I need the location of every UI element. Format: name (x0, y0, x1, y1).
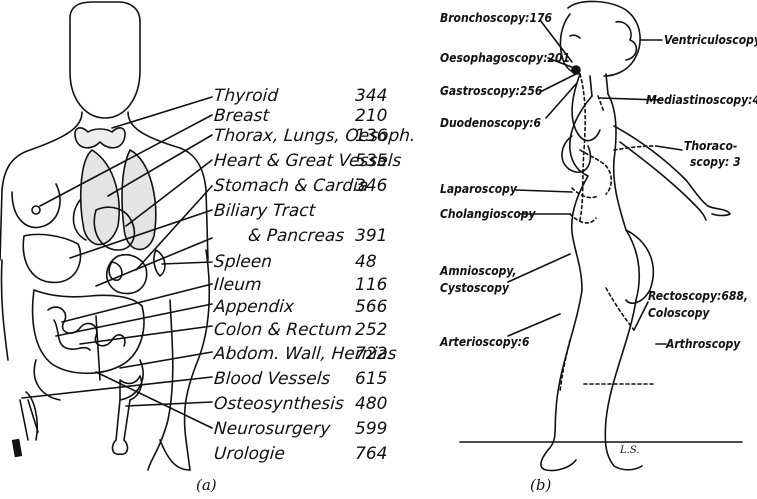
organ-count: 48 (355, 254, 377, 271)
label-amnioscopy: Amnioscopy, (440, 265, 517, 277)
label-cystoscopy: Cystoscopy (440, 282, 509, 294)
organ-count: 252 (355, 322, 387, 339)
blood-vessel-tubes (20, 400, 38, 440)
leader-amnioscopy (508, 254, 570, 282)
leader-laparoscopy (516, 190, 572, 192)
leader-appendix (56, 304, 212, 336)
label-rectoscopy: Rectoscopy:688, (648, 290, 748, 302)
label-arterioscopy: Arterioscopy:6 (440, 336, 529, 348)
scope-path-arterio (560, 340, 570, 392)
leader-thoracoscopy (656, 146, 682, 150)
spleen-shape (154, 250, 165, 276)
label-coloscopy: Coloscopy (648, 307, 709, 319)
label-gastroscopy: Gastroscopy:256 (440, 85, 542, 97)
extended-arm-underside (620, 142, 706, 220)
liver-shape (23, 234, 80, 282)
organ-label: Stomach & Cardia (213, 178, 368, 195)
organ-count: 136 (355, 128, 387, 145)
leader-neurosurgery (96, 372, 212, 428)
neck-outline (590, 74, 608, 96)
left-thigh-outline (26, 392, 37, 440)
pelvis-outline (34, 360, 143, 400)
eye-left (570, 35, 580, 38)
face-outline (560, 14, 578, 74)
head-outline (70, 2, 140, 118)
label-duodenoscopy: Duodenoscopy:6 (440, 117, 541, 129)
torso-front-outline (570, 96, 592, 290)
artist-signature: L.S. (620, 446, 640, 456)
intestine-outline (33, 290, 144, 373)
thyroid-shape (75, 128, 125, 148)
organ-label: Appendix (213, 299, 294, 316)
panel-b-endoscopy-diagram: Bronchoscopy:176 Oesophagoscopy:201 Gast… (430, 0, 757, 499)
right-forearm-outline (148, 300, 190, 470)
organ-label: Ileum (213, 277, 262, 294)
organ-count: 535 (355, 153, 387, 170)
organ-label: Urologie (213, 446, 285, 463)
organ-count: 480 (355, 396, 387, 413)
organ-count: 210 (355, 108, 387, 125)
leader-blood-vessels (22, 377, 212, 398)
organ-label: Breast (213, 108, 269, 125)
scope-path-gastro (580, 150, 611, 194)
leader-osteosynthesis (126, 402, 212, 406)
front-leg-outline (541, 290, 582, 471)
catheter-clamp (13, 440, 22, 457)
organ-label: Colon & Rectum (213, 322, 352, 339)
organ-count: 722 (355, 346, 387, 363)
organ-count: 391 (355, 228, 387, 245)
female-figure-illustration (430, 0, 757, 499)
hair-bun (616, 22, 636, 60)
left-nipple (32, 206, 40, 214)
back-outline (608, 94, 639, 300)
organ-label: Biliary Tract (213, 203, 315, 220)
label-mediastinoscopy: Mediastinoscopy:46 (646, 94, 757, 106)
label-oesophagoscopy: Oesophagoscopy:201 (440, 52, 570, 64)
organ-count: 615 (355, 371, 387, 388)
scope-path-recto (606, 288, 634, 330)
scope-path-oesophagus (580, 74, 585, 220)
label-bronchoscopy: Bronchoscopy:176 (440, 12, 552, 24)
lung-left-shape (81, 150, 119, 245)
left-shoulder-outline (0, 112, 82, 260)
organ-label: Neurosurgery (213, 421, 330, 438)
leader-arterioscopy (508, 314, 560, 336)
leader-ileum (62, 284, 212, 322)
leader-colon (80, 326, 212, 344)
organ-label: Spleen (213, 254, 272, 271)
caption-b: (b) (530, 476, 551, 494)
label-laparoscopy: Laparoscopy (440, 183, 517, 195)
scope-path-cholangio (570, 214, 596, 223)
organ-count: 566 (355, 299, 387, 316)
label-thoracoscopy-1: Thoraco- (684, 140, 737, 152)
right-arm-outline (185, 250, 210, 470)
leader-spleen (162, 262, 212, 264)
label-arthroscopy: Arthroscopy (666, 338, 740, 350)
left-arm-outline (1, 260, 8, 360)
label-thoracoscopy-2: scopy: 3 (690, 156, 741, 168)
organ-count: 764 (355, 446, 387, 463)
organ-count: 344 (355, 88, 387, 105)
scope-path-laparo (572, 188, 598, 198)
spine-line (96, 316, 100, 380)
organ-count: 599 (355, 421, 387, 438)
organ-label: Osteosynthesis (213, 396, 344, 413)
label-ventriculoscopy: Ventriculoscopy (664, 34, 757, 46)
organ-label: & Pancreas (247, 228, 344, 245)
label-cholangioscopy: Cholangioscopy (440, 208, 536, 220)
organ-count: 346 (355, 178, 387, 195)
leader-thorax (108, 135, 212, 196)
caption-a: (a) (196, 476, 217, 494)
organ-count: 116 (355, 277, 387, 294)
organ-label: Thyroid (213, 88, 278, 105)
organ-label: Blood Vessels (213, 371, 330, 388)
hair-outline (568, 1, 640, 76)
leader-rectoscopy (634, 302, 648, 330)
